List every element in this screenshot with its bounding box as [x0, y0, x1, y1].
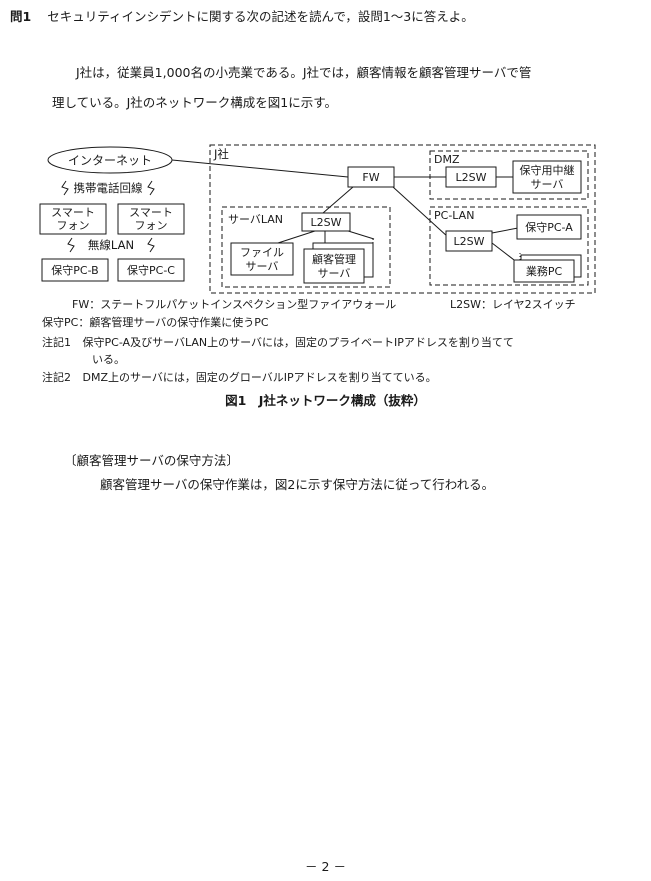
file-server-line2: サーバ — [246, 260, 279, 273]
relay-server-line2: サーバ — [531, 178, 564, 191]
smartphone-1-line1: スマート — [51, 206, 95, 219]
server-lan-label: サーバLAN — [228, 213, 283, 226]
wireless-symbol — [147, 180, 155, 196]
smartphone-2-line2: フォン — [135, 219, 168, 232]
intro-line-2: 理している。J社のネットワーク構成を図1に示す。 — [52, 95, 338, 110]
wireless-symbol — [147, 237, 155, 253]
wireless-symbol — [61, 180, 69, 196]
customer-server-line2: サーバ — [318, 267, 351, 280]
server-lan-frame — [221, 206, 391, 288]
file-server-box — [230, 242, 294, 276]
network-diagram: インターネット 携帯電話回線 スマート フォン スマート フォン 無線LAN 保… — [39, 144, 596, 294]
relay-server-box — [512, 160, 582, 194]
wireless-symbol — [67, 237, 75, 253]
fw-box — [347, 166, 395, 188]
company-label: J社 — [213, 147, 229, 161]
question-number: 問1 — [10, 9, 32, 24]
pc-lan-frame — [429, 206, 589, 286]
wireless-lan-label: 無線LAN — [88, 238, 134, 252]
company-frame — [209, 144, 596, 294]
work-pc-label: 業務PC — [526, 264, 563, 278]
section-title: 〔顧客管理サーバの保守方法〕 — [64, 453, 239, 468]
customer-server-box — [303, 248, 365, 284]
note-1: 注記1 保守PC-A及びサーバLAN上のサーバには，固定のプライベートIPアドレ… — [42, 334, 514, 350]
note-1-continuation: いる。 — [92, 353, 125, 366]
page-number: － 2 － — [305, 859, 346, 874]
work-pc-box — [513, 259, 575, 283]
fw-label: FW — [362, 171, 379, 184]
pc-a-box — [516, 214, 582, 240]
pc-lan-label: PC-LAN — [434, 209, 474, 222]
dmz-frame — [429, 150, 589, 200]
smartphone-2-line1: スマート — [129, 206, 173, 219]
note-2-text: DMZ上のサーバには，固定のグローバルIPアドレスを割り当てている。 — [82, 371, 437, 384]
note-1-text: 保守PC-A及びサーバLAN上のサーバには，固定のプライベートIPアドレスを割り… — [82, 336, 514, 349]
figure-caption: 図1 J社ネットワーク構成（抜粋） — [225, 393, 426, 408]
internet-label: インターネット — [68, 154, 152, 168]
smartphone-2-box — [117, 203, 185, 235]
pc-b-label: 保守PC-B — [51, 263, 98, 277]
legend-maint-pc: 保守PC：顧客管理サーバの保守作業に使うPC — [42, 316, 269, 329]
pc-c-box — [117, 258, 185, 282]
legend-l2sw: L2SW：レイヤ2スイッチ — [450, 298, 576, 311]
smartphone-1-line2: フォン — [57, 219, 90, 232]
pc-lan-l2sw-box — [445, 230, 493, 252]
dmz-l2sw-box — [445, 166, 497, 188]
server-lan-l2sw-label: L2SW — [311, 216, 342, 229]
question-instruction: セキュリティインシデントに関する次の記述を読んで，設問1〜3に答えよ。 — [47, 9, 474, 24]
pc-c-label: 保守PC-C — [127, 263, 175, 277]
mobile-line-label: 携帯電話回線 — [74, 181, 143, 195]
note-1-label: 注記1 — [42, 336, 71, 349]
smartphone-1-box — [39, 203, 107, 235]
dmz-l2sw-label: L2SW — [456, 171, 487, 184]
relay-server-line1: 保守用中継 — [520, 163, 575, 177]
legend-fw: FW：ステートフルパケットインスペクション型ファイアウォール — [72, 298, 397, 311]
pc-b-box — [41, 258, 109, 282]
question-header: 問1 セキュリティインシデントに関する次の記述を読んで，設問1〜3に答えよ。 — [10, 6, 474, 25]
intro-line-1: J社は，従業員1,000名の小売業である。J社では，顧客情報を顧客管理サーバで管 — [76, 65, 532, 80]
file-server-line1: ファイル — [240, 246, 284, 259]
note-2-label: 注記2 — [42, 371, 71, 384]
customer-server-line1: 顧客管理 — [312, 252, 356, 266]
pc-a-label: 保守PC-A — [525, 220, 573, 234]
server-lan-l2sw-box — [301, 212, 351, 232]
note-2: 注記2 DMZ上のサーバには，固定のグローバルIPアドレスを割り当てている。 — [42, 369, 437, 385]
section-text: 顧客管理サーバの保守作業は，図2に示す保守方法に従って行われる。 — [100, 477, 495, 492]
pc-lan-l2sw-label: L2SW — [454, 235, 485, 248]
dmz-label: DMZ — [434, 153, 460, 166]
